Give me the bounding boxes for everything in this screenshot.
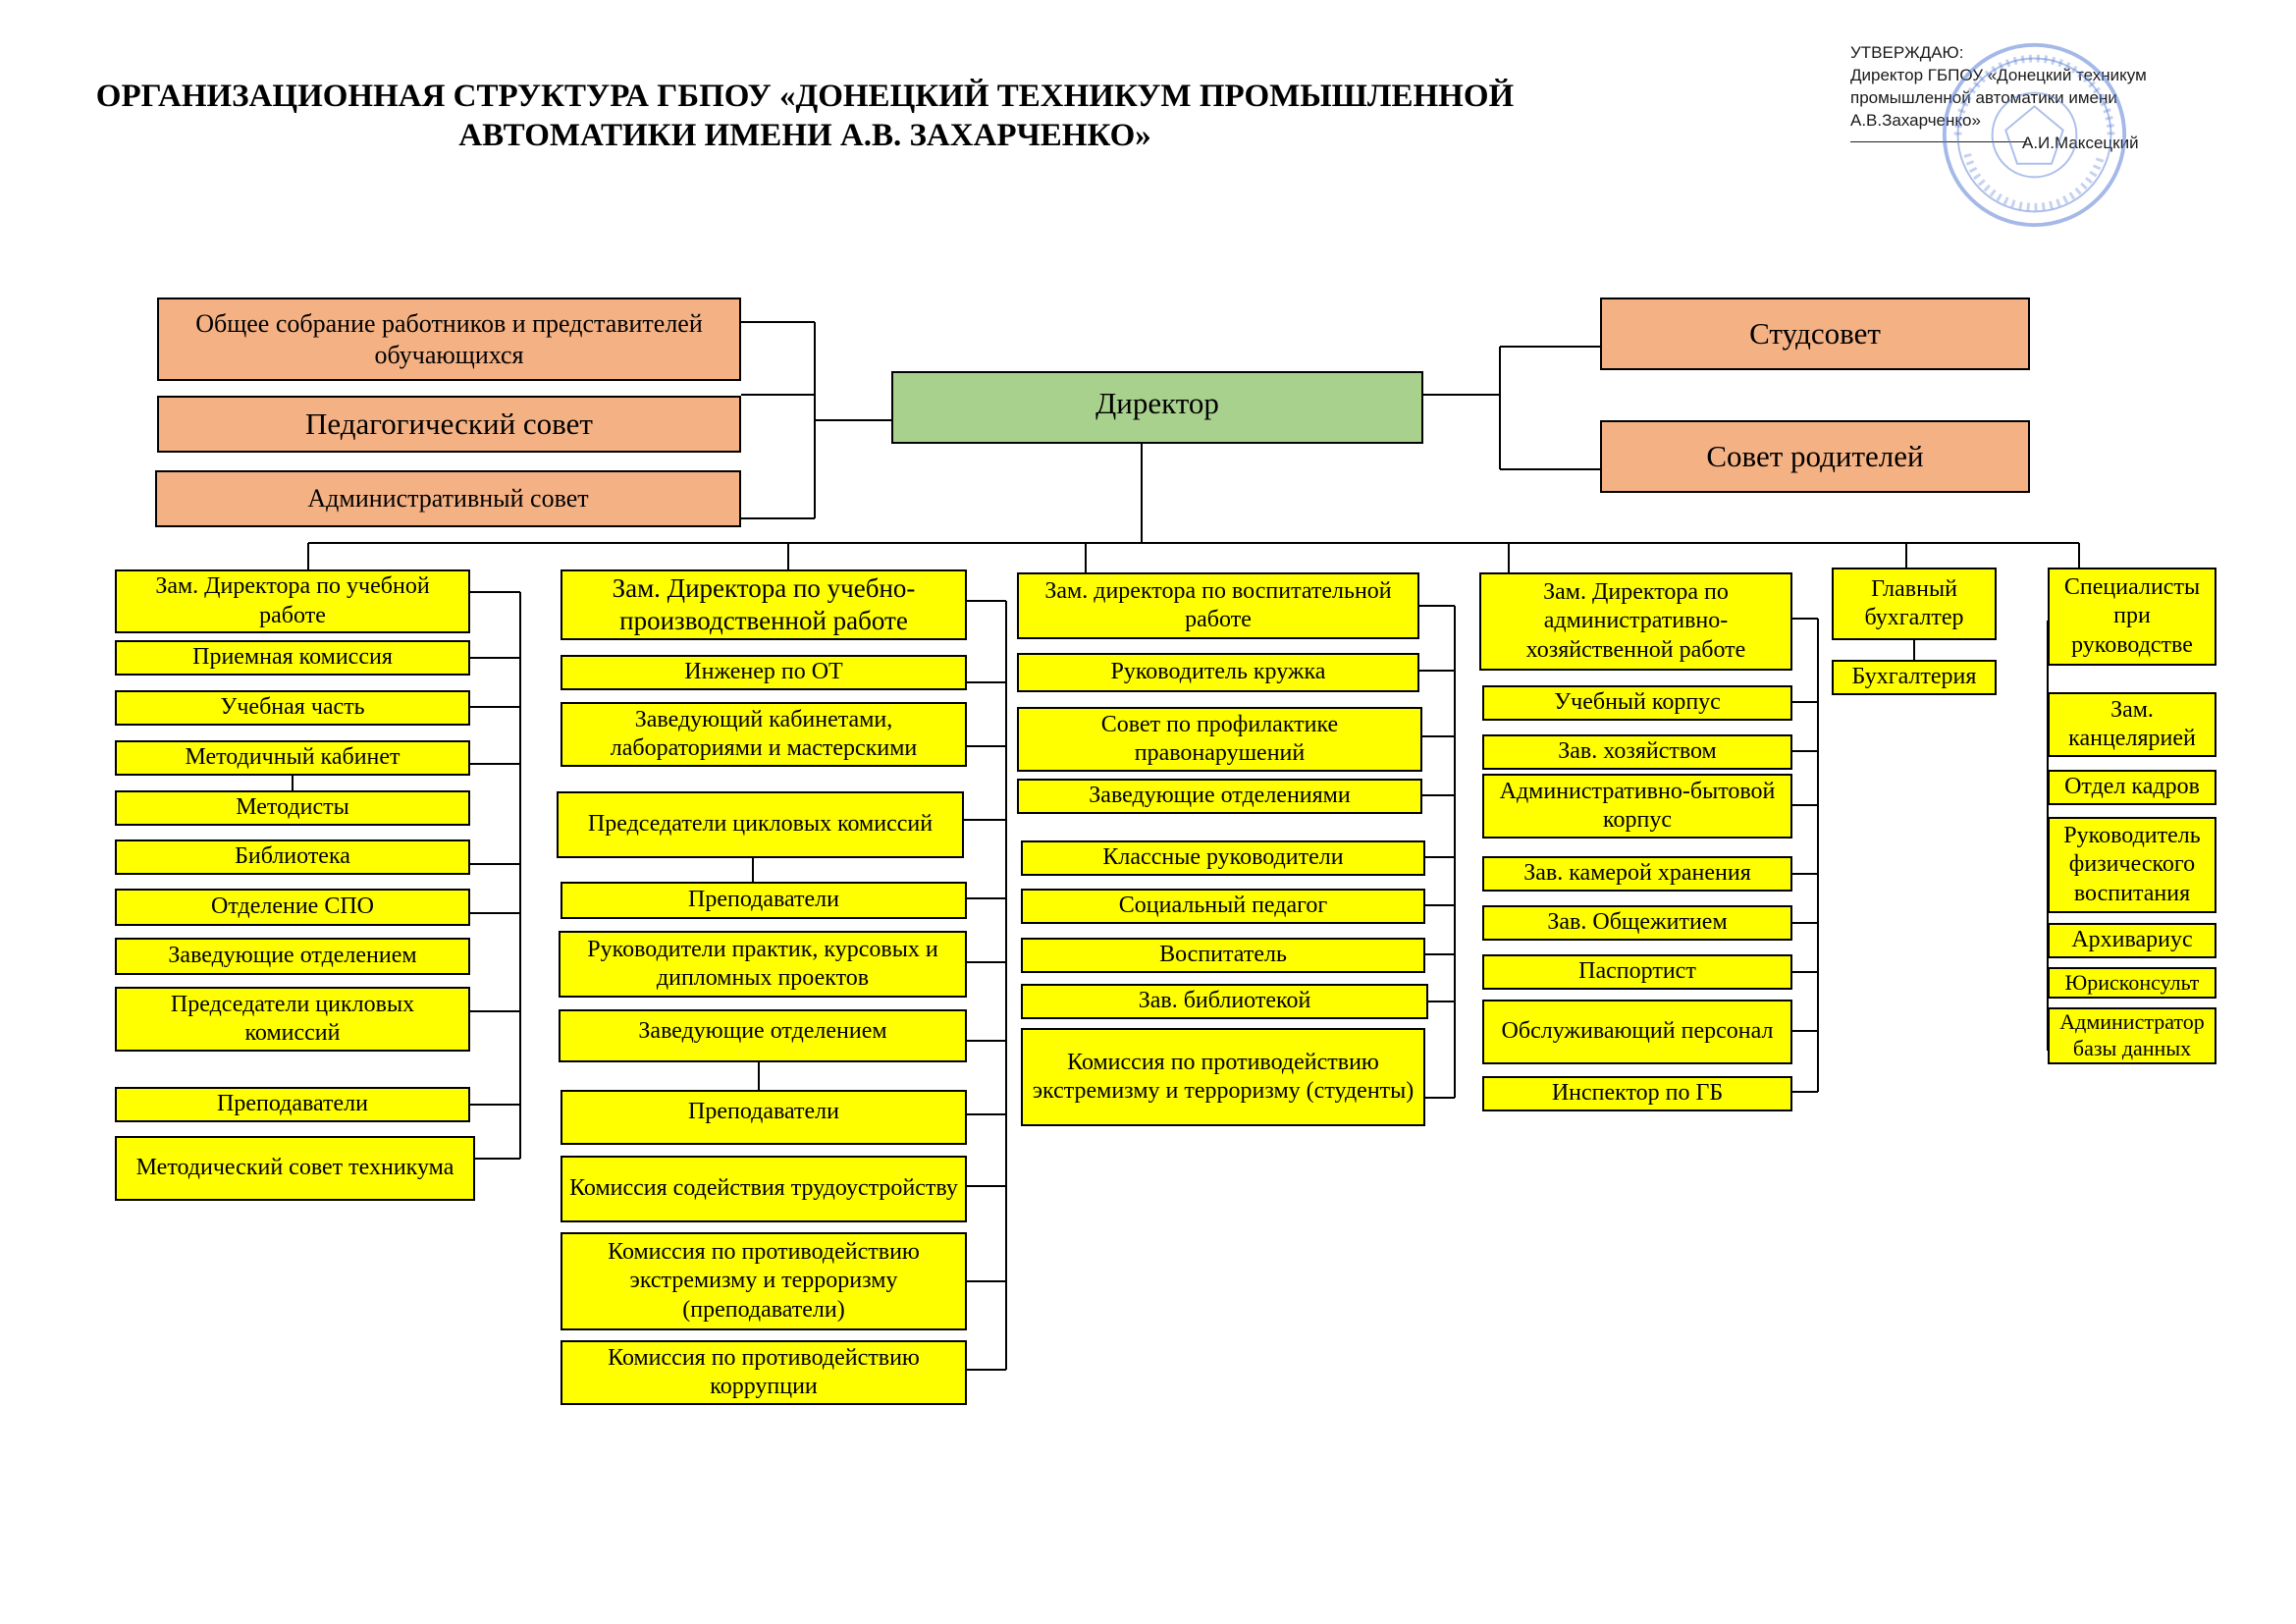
parents-council-box: Совет родителей [1600, 420, 2030, 493]
col4-item-admin-building: Административно-бытовой корпус [1482, 774, 1792, 839]
approval-block: УТВЕРЖДАЮ: Директор ГБПОУ «Донецкий техн… [1850, 41, 2263, 152]
col1-item-methodical-council: Методический совет техникума [115, 1136, 475, 1201]
col4-item-service-staff: Обслуживающий персонал [1482, 1000, 1792, 1064]
col4-item-security-inspector: Инспектор по ГБ [1482, 1076, 1792, 1111]
col3-item-educator: Воспитатель [1021, 938, 1425, 973]
signature-line [1850, 141, 2027, 142]
pedagogical-council-box: Педагогический совет [157, 396, 741, 453]
col2-item-safety-engineer: Инженер по ОТ [561, 655, 967, 690]
administrative-council-box: Административный совет [155, 470, 741, 527]
page-title-line-1: ОРГАНИЗАЦИОННАЯ СТРУКТУРА ГБПОУ «ДОНЕЦКИ… [95, 79, 1515, 114]
col2-item-practice-leaders: Руководители практик, курсовых и дипломн… [559, 931, 967, 998]
page-title-line-2: АВТОМАТИКИ ИМЕНИ А.В. ЗАХАРЧЕНКО» [458, 118, 1151, 153]
col5-item-accounting: Бухгалтерия [1832, 660, 1997, 695]
col3-item-prevention-council: Совет по профилактике правонарушений [1017, 707, 1422, 772]
col2-item-labs-manager: Заведующий кабинетами, лабораториями и м… [561, 702, 967, 767]
col6-item-legal-adviser: Юрисконсульт [2048, 967, 2216, 999]
col4-item-dormitory-manager: Зав. Общежитием [1482, 905, 1792, 941]
col4-item-passport-officer: Паспортист [1482, 954, 1792, 990]
col4-item-storage-manager: Зав. камерой хранения [1482, 856, 1792, 892]
col1-item-cycle-commissions: Председатели цикловых комиссий [115, 987, 470, 1052]
col3-item-club-leader: Руководитель кружка [1017, 653, 1419, 692]
col3-item-department-heads: Заведующие отделениями [1017, 779, 1422, 814]
col2-item-teachers-2: Преподаватели [561, 1090, 967, 1145]
deputy-administrative-head: Зам. Директора по административно-хозяйс… [1479, 572, 1792, 671]
col2-item-employment-commission: Комиссия содействия трудоустройству [561, 1156, 967, 1222]
student-council-box: Студсовет [1600, 298, 2030, 370]
official-seal-icon [1942, 42, 2127, 228]
col2-item-department-heads: Заведующие отделением [559, 1009, 967, 1062]
deputy-production-head: Зам. Директора по учебно-производственно… [561, 569, 967, 640]
col6-item-db-admin: Администратор базы данных [2048, 1007, 2216, 1064]
col4-item-household-manager: Зав. хозяйством [1482, 734, 1792, 770]
col3-item-social-pedagogue: Социальный педагог [1021, 889, 1425, 924]
col1-item-admission: Приемная комиссия [115, 640, 470, 676]
col1-item-academic-office: Учебная часть [115, 690, 470, 726]
col1-item-department-heads: Заведующие отделением [115, 938, 470, 975]
col1-item-teachers: Преподаватели [115, 1087, 470, 1122]
approval-line-2: Директор ГБПОУ «Донецкий техникум [1850, 66, 2147, 84]
general-assembly-box: Общее собрание работников и представител… [157, 298, 741, 381]
col1-item-methodical-room: Методичный кабинет [115, 740, 470, 776]
chief-accountant-head: Главный бухгалтер [1832, 568, 1997, 640]
col6-item-archivist: Архивариус [2048, 923, 2216, 958]
deputy-educational-head: Зам. директора по воспитательной работе [1017, 572, 1419, 639]
specialists-head: Специалисты при руководстве [2048, 568, 2216, 666]
col6-item-pe-head: Руководитель физического воспитания [2048, 817, 2216, 913]
col3-item-class-teachers: Классные руководители [1021, 840, 1425, 876]
col3-item-extremism-commission: Комиссия по противодействию экстремизму … [1021, 1028, 1425, 1126]
col1-item-library: Библиотека [115, 839, 470, 875]
director-box: Директор [891, 371, 1423, 444]
col1-item-spo-department: Отделение СПО [115, 889, 470, 926]
page-title: ОРГАНИЗАЦИОННАЯ СТРУКТУРА ГБПОУ «ДОНЕЦКИ… [59, 77, 1551, 155]
col4-item-academic-building: Учебный корпус [1482, 685, 1792, 721]
deputy-academic-head: Зам. Директора по учебной работе [115, 569, 470, 633]
col6-item-chancellery: Зам. канцелярией [2048, 692, 2216, 757]
col2-item-cycle-commissions: Председатели цикловых комиссий [557, 791, 964, 858]
col2-item-corruption-commission: Комиссия по противодействию коррупции [561, 1340, 967, 1405]
col2-item-extremism-commission: Комиссия по противодействию экстремизму … [561, 1232, 967, 1330]
col1-item-methodists: Методисты [115, 790, 470, 826]
approval-heading: УТВЕРЖДАЮ: [1850, 43, 1964, 62]
col2-item-teachers-1: Преподаватели [561, 882, 967, 919]
col6-item-hr: Отдел кадров [2048, 770, 2216, 805]
col3-item-librarian: Зав. библиотекой [1021, 984, 1428, 1019]
approval-line-3: промышленной автоматики имени [1850, 88, 2117, 107]
